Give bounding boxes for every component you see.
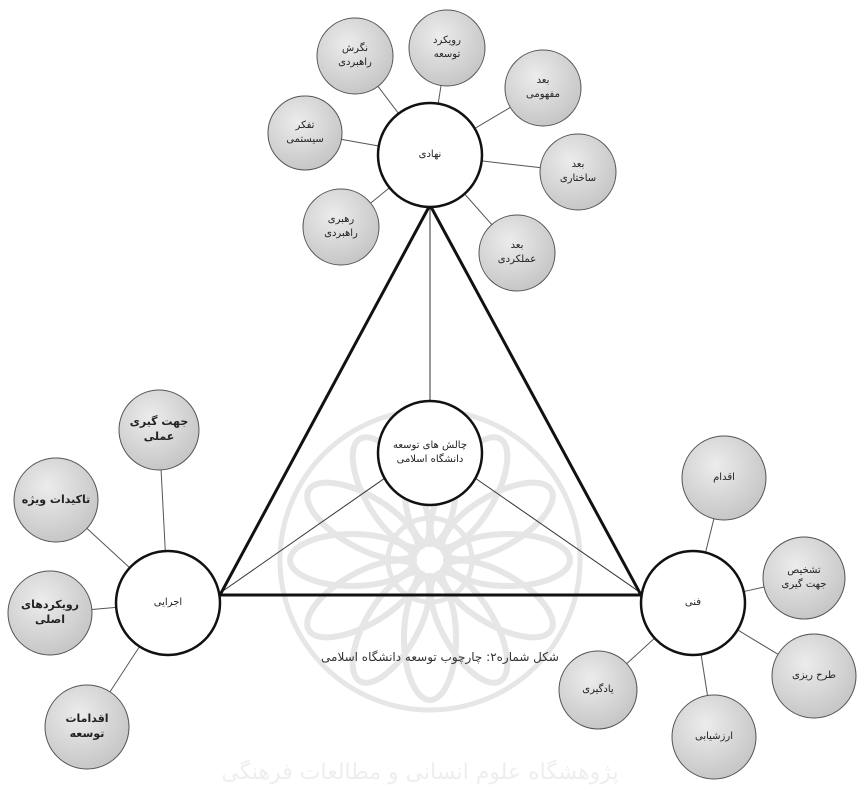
satellite-top-5 — [478, 214, 556, 292]
satellite-top-4 — [539, 133, 617, 211]
satellite-label-top-2: رویکرد توسعه — [433, 35, 461, 60]
satellite-label-top-0: تفکر سیستمی — [286, 120, 324, 145]
watermark-petal — [443, 531, 573, 589]
watermark-text: پژوهشگاه علوم انسانی و مطالعات فرهنگی — [221, 760, 619, 785]
connector-lines — [86, 85, 779, 696]
satellite-label-right-3: ارزشیابی — [695, 731, 733, 743]
hub-label-right: فنی — [684, 597, 702, 609]
satellite-label-top-6: رهبری راهبردی — [324, 214, 358, 239]
watermark-petal — [439, 479, 556, 563]
satellite-label-top-5: بعد عملکردی — [497, 240, 537, 265]
hub-label-top: نهادی — [418, 149, 442, 161]
satellite-label-right-4: یادگیری — [582, 684, 614, 696]
satellite-top-2 — [408, 9, 486, 87]
satellite-label-left-1: تاکیدات ویژه — [21, 492, 91, 506]
connector-right-0 — [705, 518, 715, 553]
satellite-top-0 — [267, 95, 343, 171]
satellite-left-1 — [13, 457, 99, 543]
connector-right-2 — [737, 629, 779, 655]
framework-triangle — [217, 201, 644, 597]
connector-top-6 — [370, 187, 390, 204]
connector-top-3 — [474, 106, 511, 129]
satellite-label-right-0: اقدام — [713, 472, 735, 484]
satellite-label-left-2: رویکردهای اصلی — [20, 598, 80, 626]
satellite-top-3 — [504, 49, 582, 127]
satellite-right-4 — [558, 650, 638, 730]
watermark-petal — [439, 557, 556, 641]
connector-right-4 — [626, 637, 655, 665]
satellite-right-0 — [681, 435, 767, 521]
connector-top-1 — [377, 85, 399, 114]
satellite-label-top-4: بعد ساختاری — [559, 159, 597, 184]
watermark-core — [385, 515, 475, 605]
satellite-right-1 — [762, 536, 846, 620]
center-label: چالش های توسعه دانشگاه اسلامی — [392, 440, 468, 465]
connector-left-0 — [160, 469, 166, 552]
satellite-label-top-3: بعد مفهومی — [526, 75, 560, 100]
spoke-left — [219, 477, 386, 594]
satellite-label-top-1: نگرش راهبردی — [338, 43, 372, 68]
hub-left — [114, 549, 222, 657]
hub-top — [376, 101, 484, 209]
watermark-petal — [304, 479, 421, 563]
connector-left-1 — [86, 528, 131, 569]
satellite-right-3 — [671, 694, 757, 780]
watermark-petal — [427, 569, 511, 686]
satellite-label-left-3: اقدامات توسعه — [65, 712, 109, 740]
satellite-left-0 — [118, 389, 200, 471]
connector-top-2 — [437, 85, 442, 104]
satellite-label-right-1: تشخیص جهت گیری — [781, 565, 827, 590]
satellite-right-2 — [771, 633, 857, 719]
diagram-nodes — [7, 9, 857, 780]
connector-top-4 — [481, 160, 541, 169]
satellite-label-right-2: طرح ریزی — [791, 670, 837, 682]
satellite-label-left-0: جهت گیری عملی — [129, 415, 189, 443]
connector-left-2 — [91, 606, 117, 610]
satellite-left-3 — [44, 684, 130, 770]
connector-left-3 — [109, 646, 140, 693]
hub-right — [639, 549, 747, 657]
watermark-petal — [349, 569, 433, 686]
center-hub — [376, 399, 484, 507]
connector-right-1 — [743, 586, 765, 593]
figure-caption: شکل شماره۲: چارچوب توسعه دانشگاه اسلامی — [321, 650, 559, 664]
triangle-outline — [217, 201, 644, 597]
spoke-right — [474, 477, 642, 594]
connector-right-3 — [700, 654, 708, 696]
watermark-petal — [287, 531, 417, 589]
watermark-petal — [401, 573, 459, 703]
hub-label-left: اجرایی — [153, 597, 183, 609]
satellite-left-2 — [7, 570, 93, 656]
satellite-top-1 — [316, 17, 394, 95]
watermark-petal — [304, 557, 421, 641]
satellite-top-6 — [302, 188, 380, 266]
connector-top-5 — [464, 193, 493, 225]
connector-top-0 — [341, 138, 379, 147]
